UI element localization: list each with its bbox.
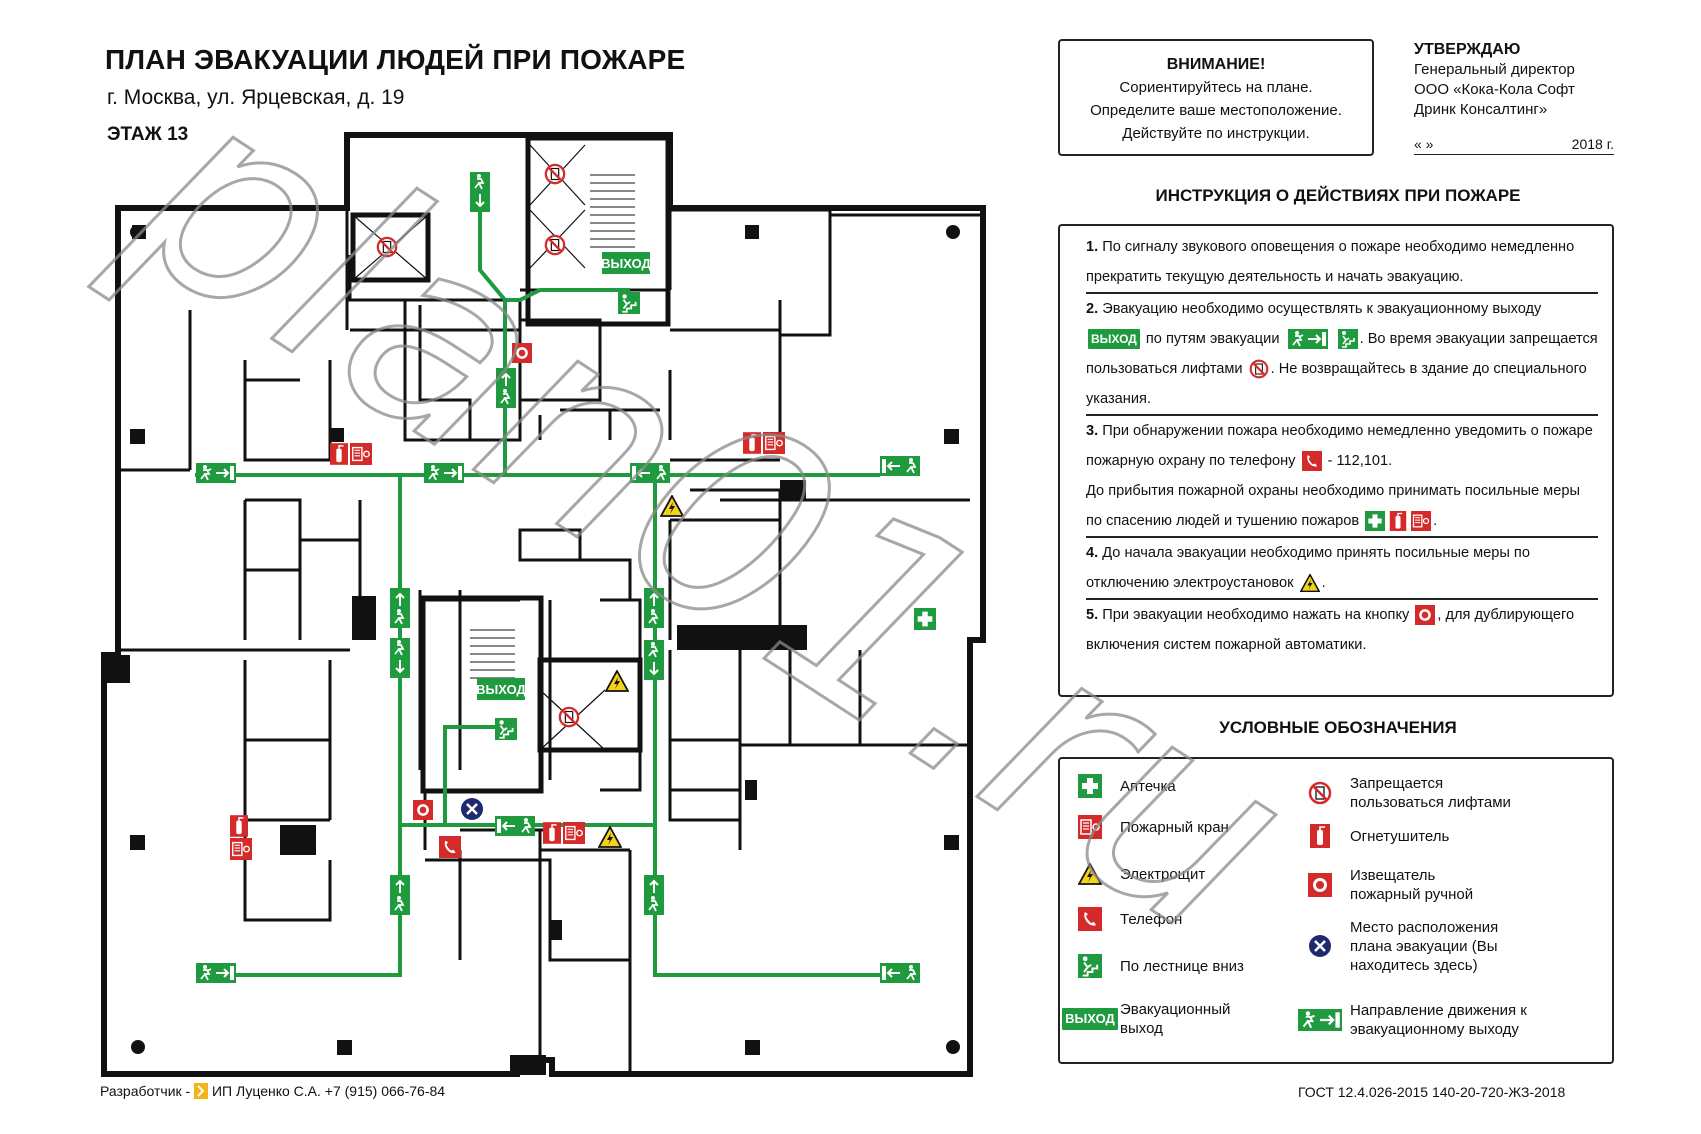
approval-date-day: « » — [1414, 136, 1434, 152]
fire-alarm-button-icon — [1308, 873, 1332, 897]
legend-panel: Аптечка Пожарный кран Электрощит Телефон… — [1058, 757, 1614, 1064]
legend-item: По лестнице вниз — [1060, 951, 1300, 981]
extinguisher-icon — [1389, 511, 1407, 532]
instruction-item-1: 1. По сигналу звукового оповещения о пож… — [1086, 232, 1598, 294]
you-are-here-icon — [1308, 934, 1332, 958]
legend-title: УСЛОВНЫЕ ОБОЗНАЧЕНИЯ — [1219, 718, 1457, 737]
instruction-number: 3. — [1086, 423, 1099, 439]
legend-label: Аптечка — [1120, 777, 1176, 795]
instruction-text: - 112,101. — [1327, 453, 1393, 469]
electric-hazard-icon — [1078, 863, 1102, 885]
electric-hazard-icon — [1299, 574, 1320, 593]
legend-item: Извещатель пожарный ручной — [1290, 867, 1610, 903]
standard-code: ГОСТ 12.4.026-2015 140-20-720-ЖЗ-2018 — [1298, 1084, 1566, 1100]
instruction-number: 5. — [1086, 607, 1099, 623]
extinguisher-icon — [1310, 824, 1330, 848]
legend-item: Аптечка — [1060, 771, 1300, 801]
approval-line: Генеральный директор — [1414, 61, 1575, 78]
legend-item: Телефон — [1060, 904, 1300, 934]
legend-item: Запрещается пользоваться лифтами — [1290, 775, 1610, 811]
attention-line: Действуйте по инструкции. — [1122, 125, 1310, 142]
attention-line: Определите ваше местоположение. — [1090, 102, 1342, 119]
legend-label: Направление движения к эвакуационному вы… — [1350, 1002, 1527, 1038]
instruction-text: . — [1321, 575, 1326, 591]
legend-label: Запрещается пользоваться лифтами — [1350, 775, 1511, 811]
instruction-text: При обнаружении пожара необходимо немедл… — [1086, 423, 1593, 469]
fire-hose-icon — [1078, 815, 1102, 839]
instruction-item-5: 5. При эвакуации необходимо нажать на кн… — [1086, 600, 1598, 660]
exit-sign-icon: ВЫХОД — [1062, 1008, 1118, 1030]
fire-hose-icon — [1411, 511, 1432, 532]
instruction-item-2: 2. Эвакуацию необходимо осуществлять к э… — [1086, 294, 1598, 416]
legend-label: Электрощит — [1120, 865, 1206, 883]
instruction-text: . — [1433, 513, 1438, 529]
instruction-text: При эвакуации необходимо нажать на кнопк… — [1102, 607, 1410, 623]
legend-item: Электрощит — [1060, 859, 1300, 889]
exit-center-label: ВЫХОД — [476, 682, 526, 697]
instruction-text: До прибытия пожарной охраны необходимо п… — [1086, 483, 1580, 529]
approval-line: ООО «Кока-Кола Софт — [1414, 81, 1575, 98]
phone-icon — [1078, 907, 1102, 931]
page-title: ПЛАН ЭВАКУАЦИИ ЛЮДЕЙ ПРИ ПОЖАРЕ — [105, 44, 686, 75]
floor-label: ЭТАЖ 13 — [107, 124, 189, 145]
no-elevator-icon — [1308, 781, 1332, 805]
developer-credit: Разработчик - ИП Луценко С.А. +7 (915) 0… — [100, 1083, 445, 1099]
legend-item: Огнетушитель — [1290, 821, 1610, 851]
instruction-text: До начала эвакуации необходимо принять п… — [1086, 545, 1530, 591]
instructions-panel: 1. По сигналу звукового оповещения о пож… — [1058, 224, 1614, 697]
phone-icon — [1301, 451, 1322, 472]
instruction-text: , для дублирующего включения систем пожа… — [1086, 607, 1575, 653]
legend-label: Пожарный кран — [1120, 818, 1229, 836]
developer-logo-icon — [194, 1083, 209, 1099]
instruction-number: 1. — [1086, 239, 1099, 255]
developer-name: ИП Луценко С.А. +7 (915) 066-76-84 — [211, 1083, 446, 1099]
first-aid-icon — [1078, 774, 1102, 798]
legend-label: Эвакуационный выход — [1120, 1001, 1231, 1037]
legend-label: Место расположения плана эвакуации (Вы н… — [1350, 918, 1499, 974]
legend-item: Направление движения к эвакуационному вы… — [1290, 991, 1610, 1049]
legend-item: ВЫХОД Эвакуационный выход — [1060, 997, 1300, 1041]
fire-alarm-button-icon — [1415, 605, 1436, 626]
legend-item: Место расположения плана эвакуации (Вы н… — [1290, 917, 1610, 975]
instructions-title: ИНСТРУКЦИЯ О ДЕЙСТВИЯХ ПРИ ПОЖАРЕ — [1155, 186, 1521, 205]
legend-label: Извещатель пожарный ручной — [1350, 867, 1474, 903]
legend-item: Пожарный кран — [1060, 812, 1300, 842]
instruction-item-3: 3. При обнаружении пожара необходимо нем… — [1086, 416, 1598, 538]
attention-line: Сориентируйтесь на плане. — [1119, 79, 1313, 96]
exit-sign-icon: ВЫХОД — [1088, 329, 1140, 350]
legend-label: Огнетушитель — [1350, 827, 1450, 845]
approval-heading: УТВЕРЖДАЮ — [1414, 41, 1521, 58]
evacuation-direction-icon — [1298, 1009, 1342, 1031]
approval-block: УТВЕРЖДАЮ Генеральный директор ООО «Кока… — [1414, 40, 1614, 155]
approval-line: Дринк Консалтинг» — [1414, 101, 1548, 118]
instruction-text: Эвакуацию необходимо осуществлять к эвак… — [1102, 301, 1542, 317]
instruction-text: По сигналу звукового оповещения о пожаре… — [1086, 239, 1575, 285]
legend-label: Телефон — [1120, 910, 1183, 928]
instruction-number: 2. — [1086, 301, 1099, 317]
first-aid-icon — [1365, 511, 1386, 532]
stairs-down-icon — [1078, 954, 1102, 978]
attention-box: ВНИМАНИЕ! Сориентируйтесь на плане. Опре… — [1058, 39, 1374, 156]
instruction-item-4: 4. До начала эвакуации необходимо принят… — [1086, 538, 1598, 600]
instruction-text: по путям эвакуации — [1145, 331, 1280, 347]
exit-top-label: ВЫХОД — [601, 256, 651, 271]
no-elevator-icon — [1249, 359, 1269, 379]
developer-label: Разработчик - — [100, 1083, 191, 1099]
building-address: г. Москва, ул. Ярцевская, д. 19 — [107, 86, 405, 109]
attention-heading: ВНИМАНИЕ! — [1166, 56, 1266, 73]
evacuation-direction-icon — [1287, 329, 1328, 350]
approval-date-year: 2018 г. — [1571, 136, 1614, 152]
stairs-down-icon — [1337, 329, 1358, 350]
legend-label: По лестнице вниз — [1120, 957, 1244, 975]
instruction-text: . Во время эвакуации запрещается пользов… — [1086, 331, 1598, 377]
instruction-text: . Не возвращайтесь в здание до специальн… — [1086, 361, 1587, 407]
approval-date: « » 2018 г. — [1414, 134, 1614, 155]
instruction-number: 4. — [1086, 545, 1099, 561]
